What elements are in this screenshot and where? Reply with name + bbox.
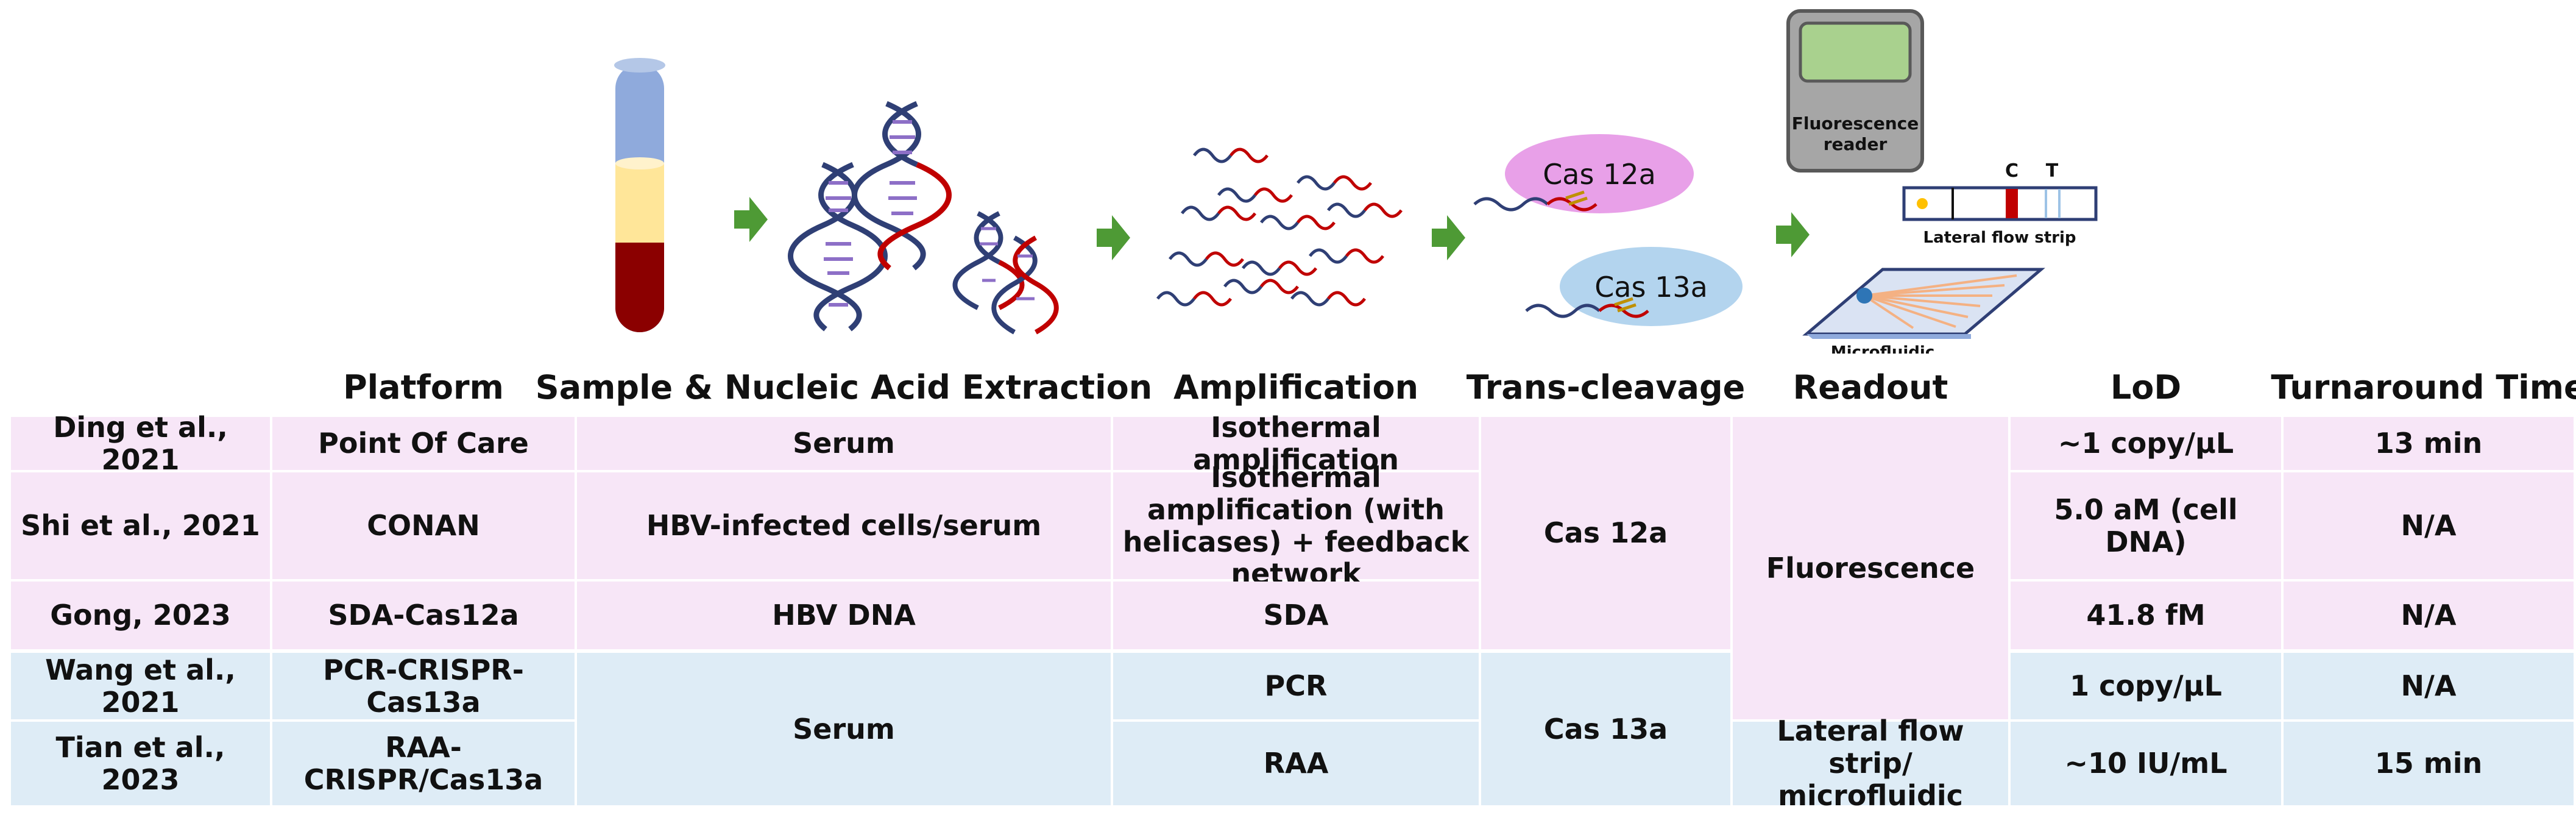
platform-cell: CONAN <box>272 472 575 579</box>
strip-t-label: T <box>2046 160 2059 182</box>
header-amplification: Amplification <box>1173 368 1419 407</box>
lod-cell: ~10 IU/mL <box>2011 722 2281 805</box>
fluorescence-reader-label: Fluorescence <box>1792 113 1919 133</box>
blood-tube-icon <box>614 58 665 332</box>
platform-cell: PCR-CRISPR-Cas13a <box>272 653 575 719</box>
workflow-schematic: Cas 12a Cas 13a Fluorescence reader C T … <box>614 9 2098 354</box>
time-cell: N/A <box>2284 653 2574 719</box>
header-trans-cleavage: Trans-cleavage <box>1466 368 1746 407</box>
dna-helix-icon <box>952 211 1059 335</box>
header-lod: LoD <box>2110 368 2182 407</box>
amplicon-strands-icon <box>1156 148 1403 307</box>
study-cell: Gong, 2023 <box>11 582 270 649</box>
amplification-cell: SDA <box>1113 582 1479 649</box>
trans-cleavage-cas12a-cell: Cas 12a <box>1481 417 1730 649</box>
fluorescence-reader-label: reader <box>1824 134 1888 154</box>
cas12a-label: Cas 12a <box>1543 158 1656 191</box>
readout-fluorescence-cell: Fluorescence <box>1733 417 2008 719</box>
sample-cell: HBV-infected cells/serum <box>577 472 1111 579</box>
amplification-cell: PCR <box>1113 653 1479 719</box>
sample-cell: Serum <box>577 417 1111 470</box>
platform-cell: SDA-Cas12a <box>272 582 575 649</box>
dna-helix-icon <box>788 162 888 332</box>
amplification-cell: RAA <box>1113 722 1479 805</box>
strip-c-label: C <box>2005 160 2019 182</box>
study-cell: Wang et al., 2021 <box>11 653 270 719</box>
time-cell: 13 min <box>2284 417 2574 470</box>
arrow-right-icon <box>1097 215 1130 260</box>
platform-cell: RAA-CRISPR/Cas13a <box>272 722 575 805</box>
arrow-right-icon <box>1432 215 1465 260</box>
cas13a-label: Cas 13a <box>1594 271 1708 304</box>
fluorescence-reader-icon: Fluorescence reader <box>1786 9 1924 173</box>
readout-lateral-flow-cell: Lateral flow strip/ microfluidic <box>1733 715 2008 811</box>
sample-serum-cell: Serum <box>577 653 1111 805</box>
microfluidic-label: Microfluidic <box>1831 343 1935 354</box>
study-cell: Tian et al., 2023 <box>11 722 270 805</box>
header-platform: Platform <box>343 368 504 407</box>
header-turnaround-time: Turnaround Time <box>2271 368 2576 407</box>
arrow-right-icon <box>734 197 768 242</box>
dna-helix-icon <box>852 101 952 271</box>
platform-cell: Point Of Care <box>272 417 575 470</box>
lod-cell: ~1 copy/μL <box>2011 417 2281 470</box>
sample-cell: HBV DNA <box>577 582 1111 649</box>
lod-cell: 1 copy/μL <box>2011 653 2281 719</box>
study-cell: Ding et al., 2021 <box>11 411 270 475</box>
cas13a-icon: Cas 13a <box>1525 247 1743 326</box>
time-cell: N/A <box>2284 472 2574 579</box>
study-cell: Shi et al., 2021 <box>11 472 270 579</box>
arrow-right-icon <box>1776 212 1810 257</box>
lod-cell: 41.8 fM <box>2011 582 2281 649</box>
lateral-flow-strip-label: Lateral flow strip <box>1923 229 2076 247</box>
header-readout: Readout <box>1792 368 1948 407</box>
amplification-cell: Isothermal amplification (with helicases… <box>1113 461 1479 590</box>
time-cell: N/A <box>2284 582 2574 649</box>
header-sample-extraction: Sample & Nucleic Acid Extraction <box>535 368 1153 407</box>
trans-cleavage-cas13a-cell: Cas 13a <box>1481 653 1730 805</box>
lateral-flow-strip-icon: C T Lateral flow strip <box>1902 160 2098 247</box>
cas12a-icon: Cas 12a <box>1473 134 1694 213</box>
microfluidic-chip-icon: Microfluidic <box>1802 268 2045 354</box>
lod-cell: 5.0 aM (cell DNA) <box>2011 472 2281 579</box>
time-cell: 15 min <box>2284 722 2574 805</box>
